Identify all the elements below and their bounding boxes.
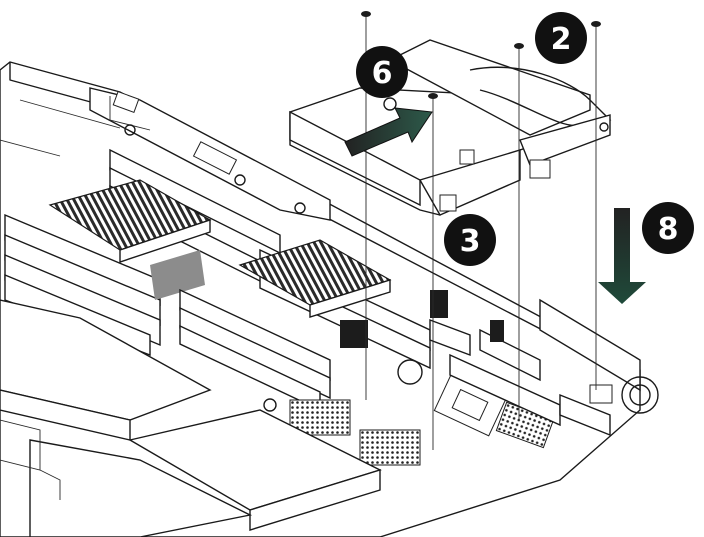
step-number: 6 [372,56,393,91]
screw-icons [361,11,601,99]
step-number: 2 [551,22,572,57]
screw-icon [428,93,438,99]
heatsink-middle [238,239,392,318]
riser-card-assembly [289,39,612,216]
heatsink-left [48,179,212,300]
down-arrow-icon [598,208,646,304]
step-badge-6: 6 [356,46,408,98]
memory-bank-middle [179,248,431,412]
screw-icon [591,21,601,27]
step-badge-3: 3 [444,214,496,266]
motherboard-components [263,290,613,466]
step-number: 8 [658,212,679,247]
push-arrow-icon [344,107,433,157]
step-number: 3 [460,224,481,259]
step-badge-2: 2 [535,12,587,64]
screw-icon [361,11,371,17]
screw-icon [514,43,524,49]
step-badge-8: 8 [642,202,694,254]
rear-bracket [89,87,331,221]
drive-bays [0,299,382,537]
